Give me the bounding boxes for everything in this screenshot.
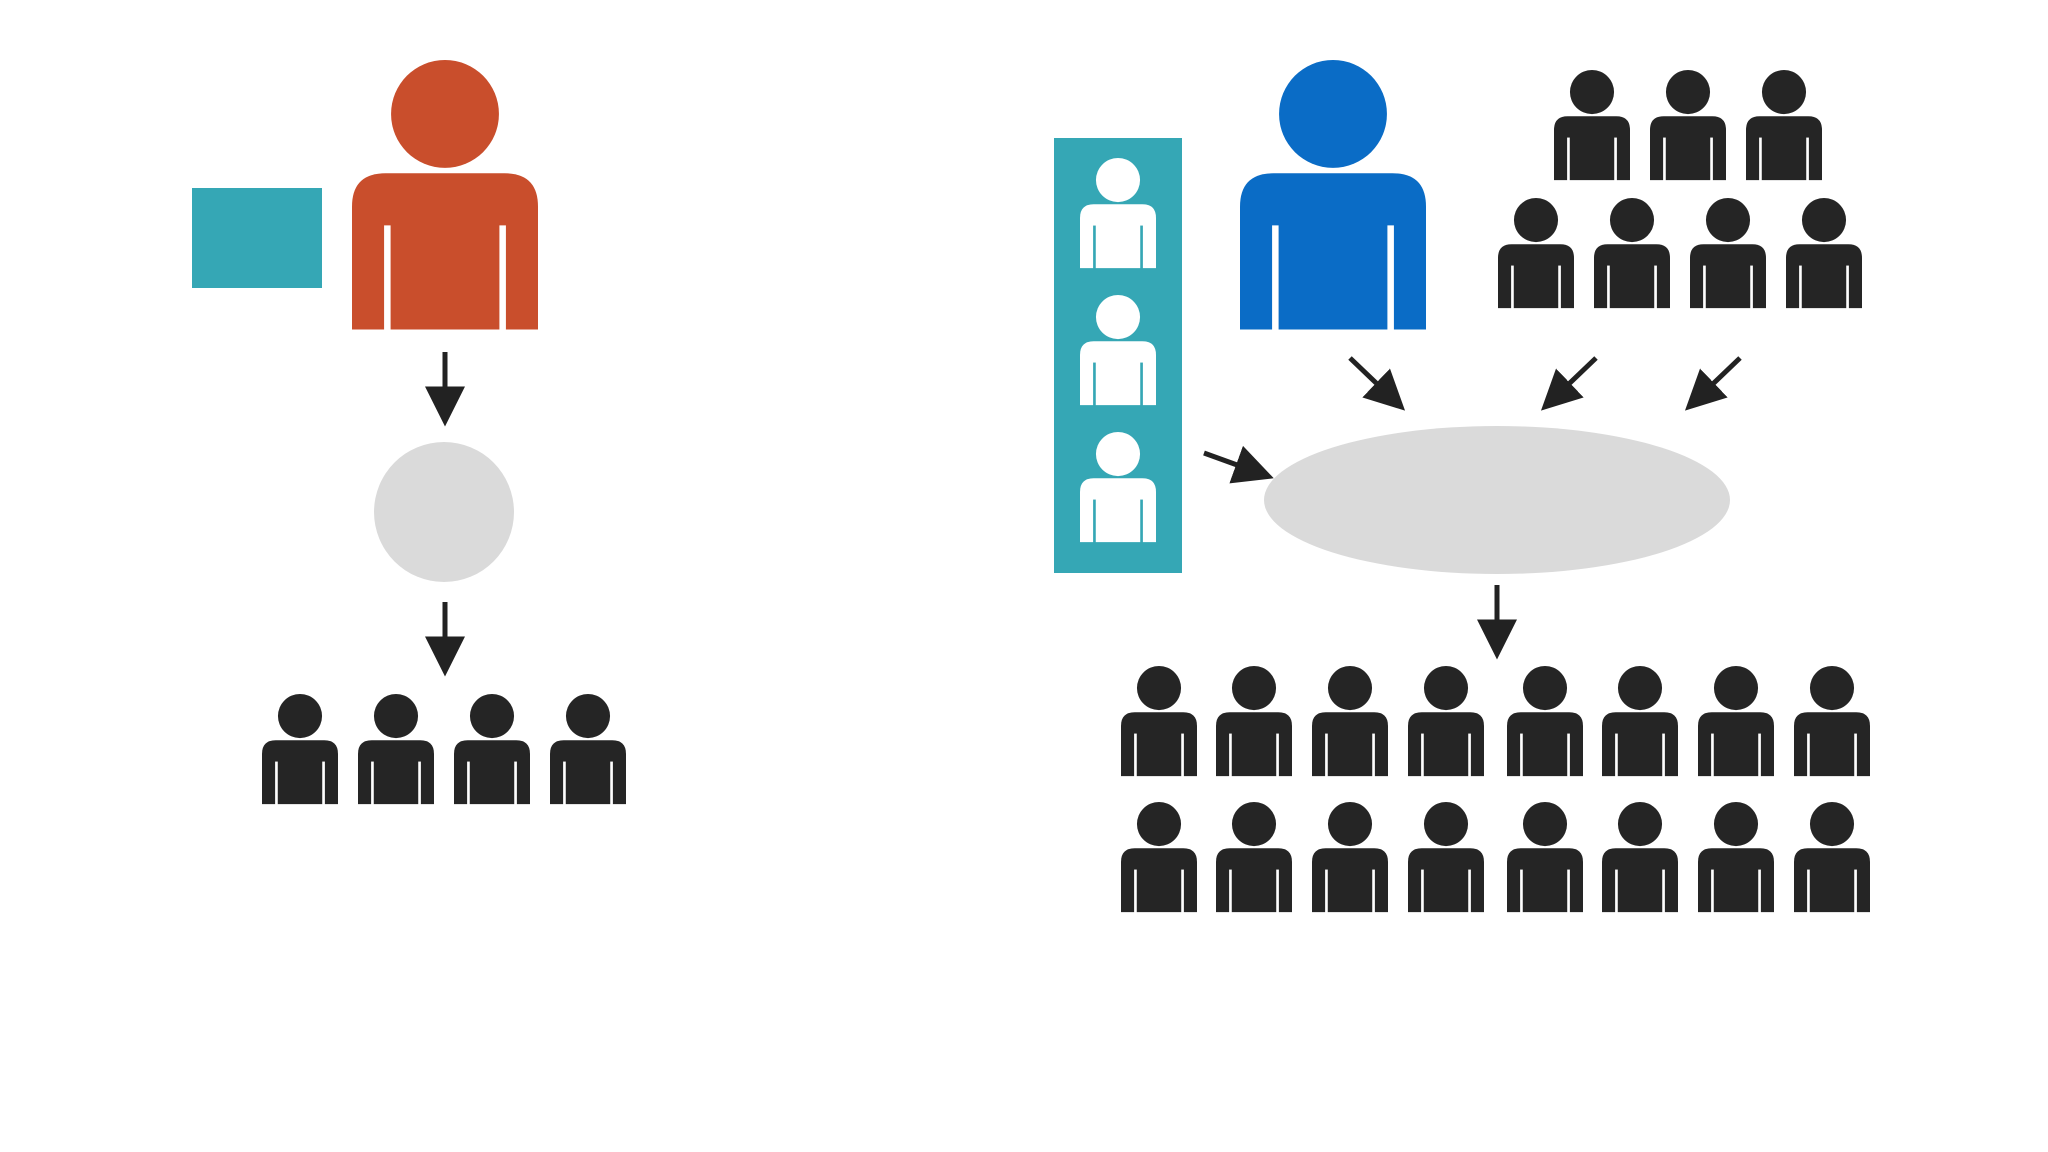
audience-member — [358, 694, 434, 806]
audience-member — [1312, 802, 1388, 914]
hub-ellipse — [1264, 426, 1730, 574]
presenter-right — [1240, 60, 1426, 331]
contributor — [1498, 198, 1574, 310]
audience-group-left — [262, 694, 626, 806]
audience-member — [1121, 802, 1197, 914]
audience-member — [1698, 802, 1774, 914]
arrow-into-hub — [1348, 356, 1406, 411]
presenter-left — [352, 60, 538, 331]
audience-member — [1121, 666, 1197, 778]
audience-member — [454, 694, 530, 806]
audience-member — [1507, 666, 1583, 778]
contributor — [1594, 198, 1670, 310]
audience-member — [1602, 802, 1678, 914]
side-panel-person — [1080, 158, 1156, 270]
audience-member — [1794, 666, 1870, 778]
right-panel — [1054, 60, 1870, 914]
presenter-right-icon — [1240, 60, 1426, 331]
side-panel-people — [1080, 158, 1156, 544]
arrow-into-hub — [1540, 356, 1598, 411]
hub-circle — [374, 442, 514, 582]
audience-member — [1216, 666, 1292, 778]
audience-member — [550, 694, 626, 806]
audience-member — [1216, 802, 1292, 914]
arrow-into-hub — [1684, 356, 1742, 411]
audience-member — [1408, 802, 1484, 914]
audience-member — [1698, 666, 1774, 778]
audience-member — [1794, 802, 1870, 914]
left-panel — [192, 60, 626, 806]
audience-member — [1312, 666, 1388, 778]
audience-member — [1602, 666, 1678, 778]
contributor — [1746, 70, 1822, 182]
audience-group-right — [1121, 666, 1870, 914]
contributor — [1690, 198, 1766, 310]
side-panel-person — [1080, 295, 1156, 407]
presenter-left-icon — [352, 60, 538, 331]
contributor — [1786, 198, 1862, 310]
teal-board — [192, 188, 322, 288]
contributor — [1554, 70, 1630, 182]
arrow-into-hub — [1203, 445, 1274, 484]
audience-member — [262, 694, 338, 806]
audience-member — [1408, 666, 1484, 778]
contributors-group — [1498, 70, 1862, 310]
contributor — [1650, 70, 1726, 182]
side-panel-person — [1080, 432, 1156, 544]
audience-member — [1507, 802, 1583, 914]
